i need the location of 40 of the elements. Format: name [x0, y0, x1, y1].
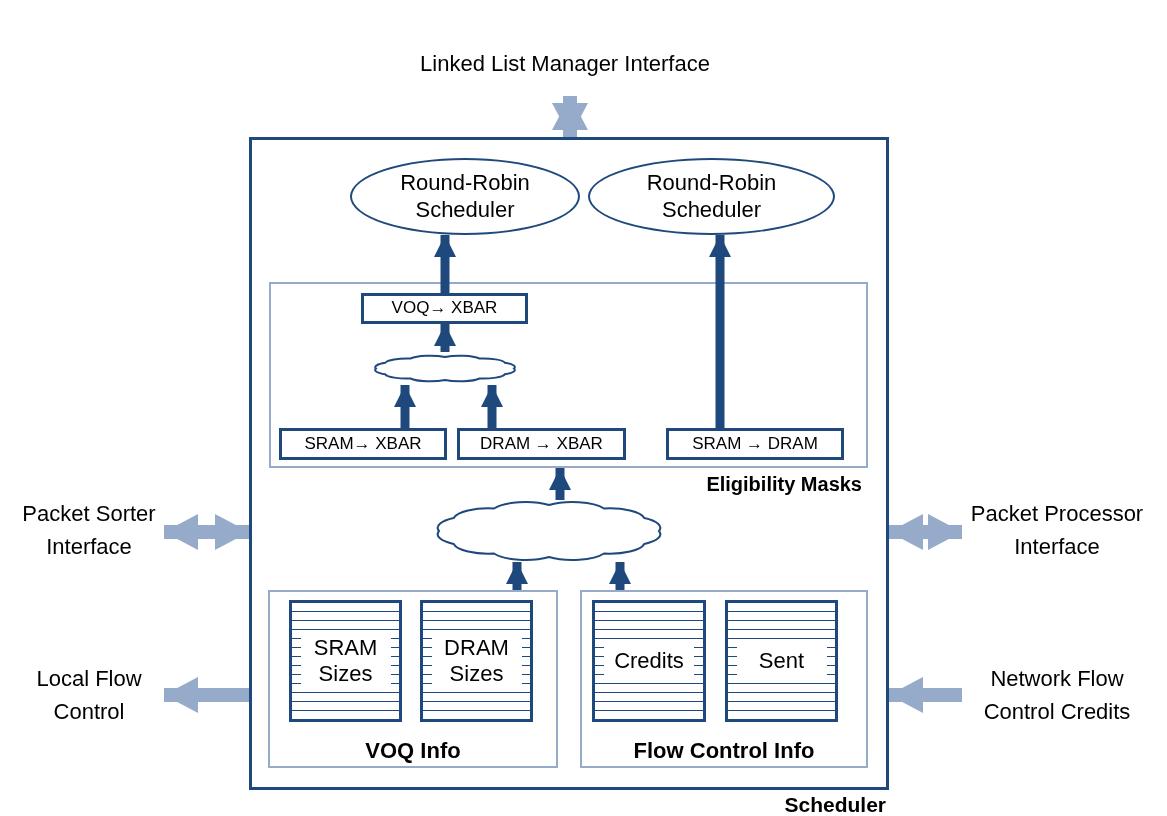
group-title: VOQ Info	[364, 737, 462, 764]
arrow	[481, 385, 503, 428]
arrow	[552, 96, 588, 137]
node-label: Round-Robin Scheduler	[645, 170, 778, 223]
interface-label: Packet Processor Interface	[969, 500, 1145, 561]
interface-label: Packet Sorter Interface	[21, 500, 157, 561]
mask-box	[666, 428, 844, 460]
group-frame	[268, 590, 558, 768]
interface-label: Network Flow Control Credits	[982, 665, 1132, 726]
node-label: SRAM → DRAM	[692, 433, 818, 455]
node-label: VOQ→ XBAR	[391, 298, 498, 319]
arrow	[506, 562, 528, 590]
node-label: Credits	[604, 645, 694, 677]
group-frame	[580, 590, 868, 768]
table-block	[725, 600, 838, 722]
mask-box	[457, 428, 626, 460]
group-title: Flow Control Info	[632, 737, 816, 764]
arrow	[434, 324, 456, 352]
arrow	[164, 677, 249, 713]
arrow	[889, 677, 962, 713]
arrow	[164, 514, 249, 550]
arrow	[549, 468, 571, 500]
arrow	[889, 514, 962, 550]
group-title: Scheduler	[784, 791, 886, 816]
table-block	[592, 600, 706, 722]
node-label: DRAM → XBAR	[480, 433, 603, 455]
table-block	[420, 600, 533, 722]
mask-box	[361, 293, 528, 324]
group-title: Eligibility Masks	[706, 472, 862, 496]
interface-label: Local Flow Control	[35, 665, 143, 726]
node-label: SRAM→ XBAR	[304, 433, 422, 455]
arrow	[609, 562, 631, 590]
arrow	[434, 235, 456, 293]
arrow	[394, 385, 416, 428]
node-label: Sent	[736, 645, 827, 677]
node-label: Round-Robin Scheduler	[399, 170, 531, 223]
table-block	[289, 600, 402, 722]
interface-label: Linked List Manager Interface	[420, 49, 710, 78]
mask-box	[279, 428, 447, 460]
arrow	[709, 235, 731, 428]
